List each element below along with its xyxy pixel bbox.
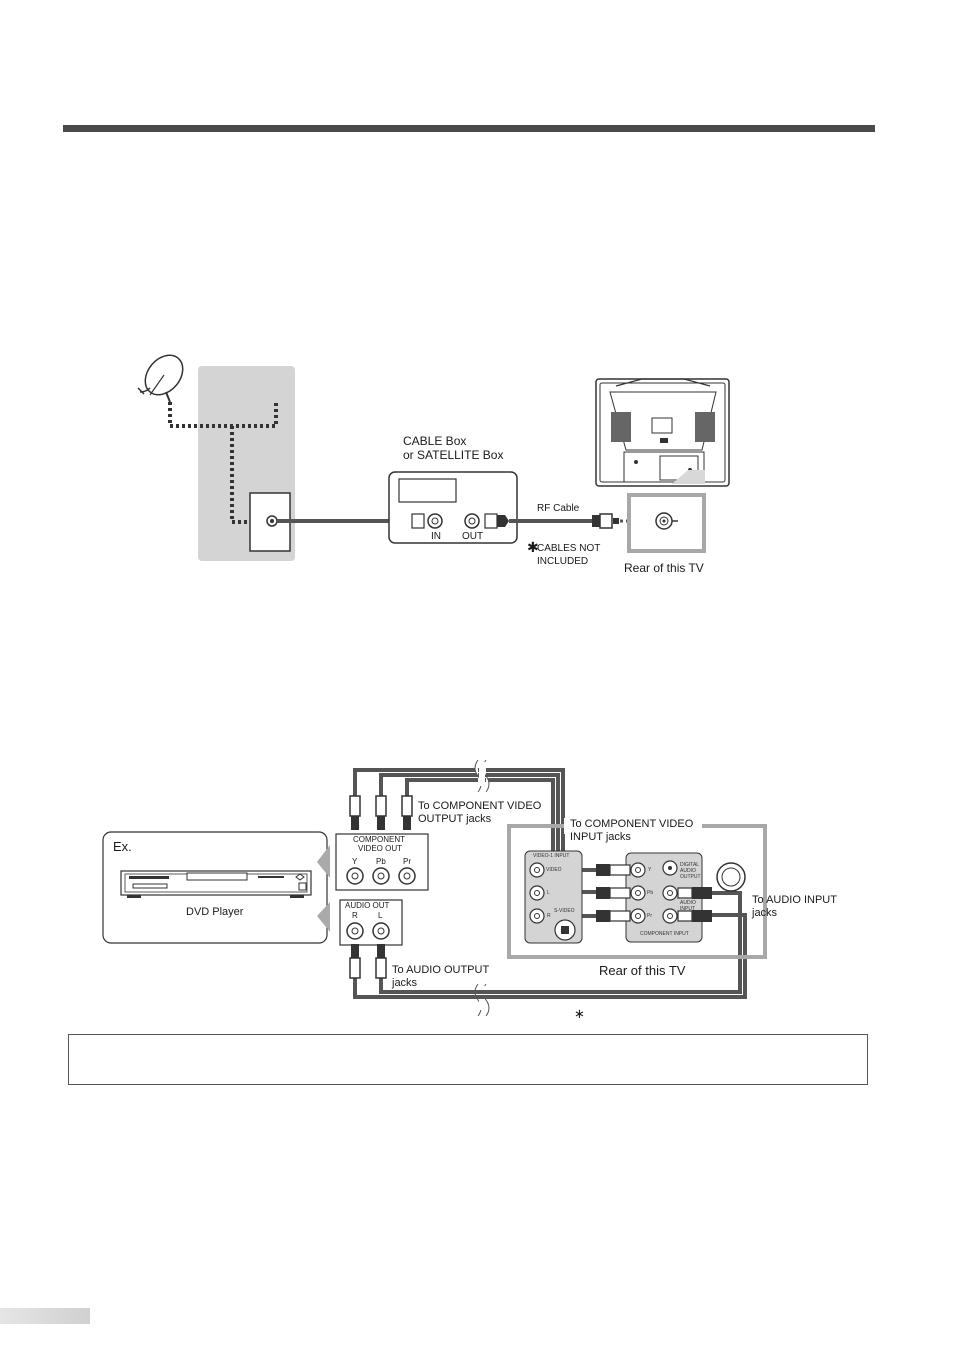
ex-label: Ex. bbox=[113, 839, 132, 854]
to-component-out-line2: OUTPUT jacks bbox=[418, 813, 492, 825]
to-audio-input-line1: To AUDIO INPUT bbox=[752, 894, 837, 906]
panel-pb-label: Pb bbox=[647, 890, 654, 896]
panel-r-label: R bbox=[547, 913, 551, 919]
audio-plugs-dvd bbox=[349, 944, 387, 979]
panel-audio-input-label: AUDIO INPUT bbox=[680, 900, 696, 912]
jack-y-label: Y bbox=[352, 857, 358, 866]
cable-box-display bbox=[398, 478, 457, 503]
panel-video1-input-label: VIDEO-1 INPUT bbox=[533, 853, 570, 859]
component-out-label-line1: COMPONENT bbox=[353, 835, 405, 844]
panel-digital-audio-output-label: DIGITAL AUDIO OUTPUT bbox=[680, 862, 701, 880]
out-jack-label: OUT bbox=[462, 531, 484, 542]
component-out-label-line2: VIDEO OUT bbox=[358, 844, 403, 853]
jack-pr-label: Pr bbox=[403, 857, 411, 866]
antenna-connection-diagram bbox=[137, 354, 730, 561]
rear-tv-label-1: Rear of this TV bbox=[624, 561, 704, 575]
tv-rear-illustration bbox=[595, 378, 730, 487]
dvd-player-label: DVD Player bbox=[186, 906, 244, 918]
jack-pb-label: Pb bbox=[376, 857, 386, 866]
to-audio-output-line2: jacks bbox=[392, 977, 418, 989]
panel-pr-label: Pr bbox=[647, 913, 652, 919]
rf-cable-label: RF Cable bbox=[537, 503, 580, 514]
panel-svideo-label: S-VIDEO bbox=[554, 908, 575, 914]
in-jack-label: IN bbox=[431, 531, 441, 542]
panel-video-label: VIDEO bbox=[546, 867, 562, 873]
asterisk-note-icon: ∗ bbox=[574, 1006, 585, 1021]
jack-r-label: R bbox=[352, 911, 358, 920]
to-component-out-line1: To COMPONENT VIDEO bbox=[418, 800, 542, 812]
to-component-in-line2: INPUT jacks bbox=[570, 831, 631, 843]
header-rule bbox=[63, 125, 875, 132]
audio-out-label: AUDIO OUT bbox=[345, 901, 390, 910]
cables-note-line2: INCLUDED bbox=[537, 556, 589, 567]
cables-note-line1: CABLES NOT bbox=[537, 543, 601, 554]
jack-l-label: L bbox=[378, 911, 383, 920]
to-component-in-line1: To COMPONENT VIDEO bbox=[570, 818, 694, 830]
satellite-dish-icon bbox=[137, 354, 184, 403]
panel-component-input-label: COMPONENT INPUT bbox=[640, 931, 689, 937]
asterisk-icon: ✱ bbox=[527, 539, 539, 555]
dvd-player-icon bbox=[120, 870, 312, 898]
component-connection-diagram bbox=[102, 759, 767, 1017]
to-audio-output-line1: To AUDIO OUTPUT bbox=[392, 964, 490, 976]
audio-plugs-tv bbox=[677, 887, 712, 922]
component-plugs-dvd bbox=[349, 795, 413, 830]
panel-y-label: Y bbox=[648, 867, 652, 873]
to-audio-input-line2: jacks bbox=[752, 907, 778, 919]
page-tab bbox=[0, 1308, 90, 1324]
rear-tv-label-2: Rear of this TV bbox=[599, 963, 686, 978]
cable-box-label-line1: CABLE Box bbox=[403, 434, 467, 448]
component-plugs-tv bbox=[596, 864, 631, 922]
audio-cable bbox=[353, 891, 747, 999]
cable-box-label-line2: or SATELLITE Box bbox=[403, 448, 504, 462]
panel-l-label: L bbox=[547, 890, 550, 896]
note-box bbox=[68, 1034, 868, 1085]
